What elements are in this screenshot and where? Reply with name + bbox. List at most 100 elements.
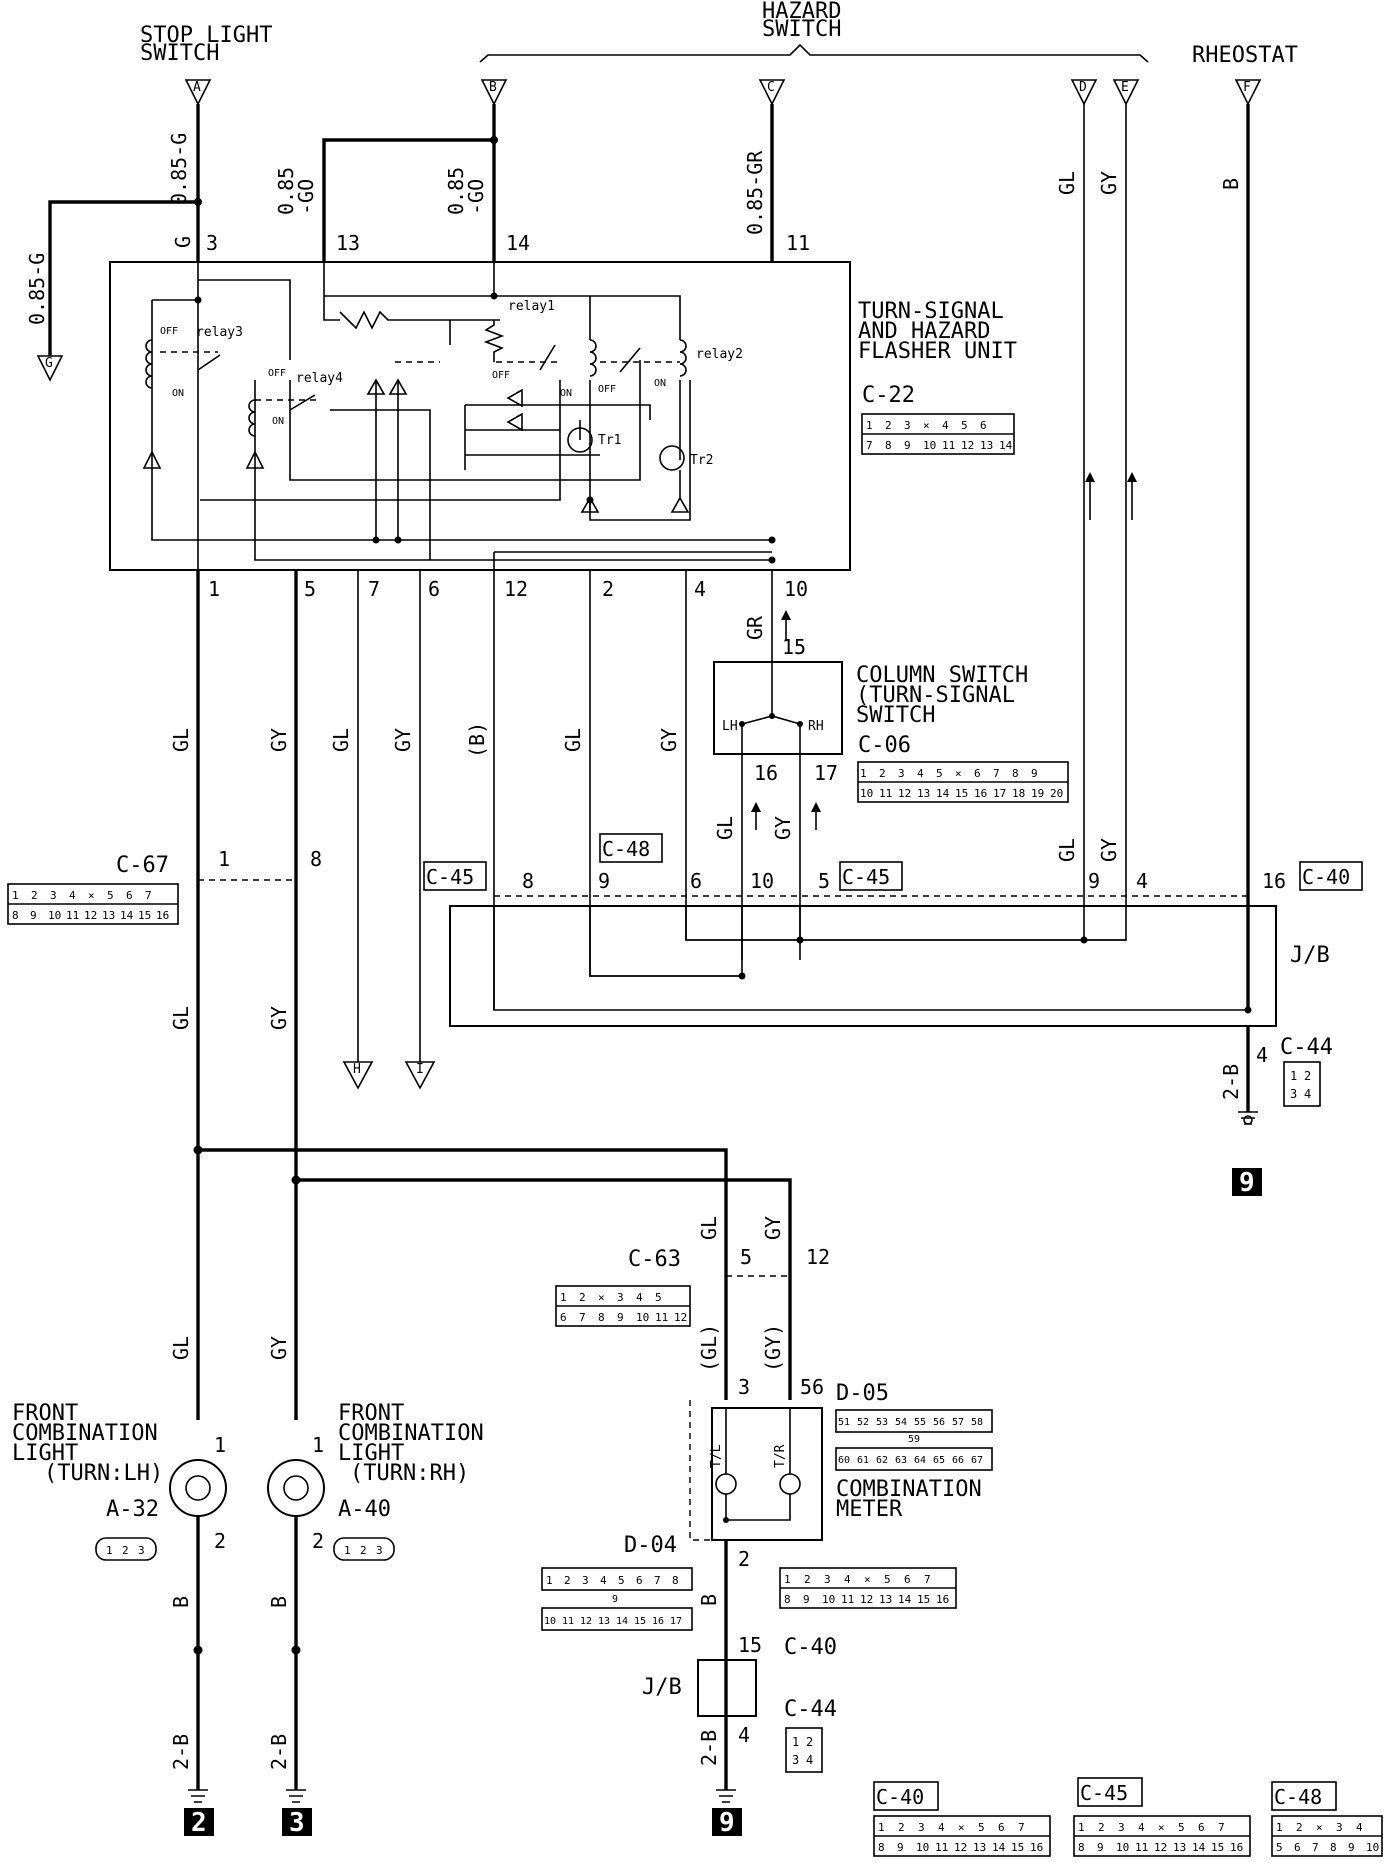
- connector-pin: 8: [1078, 1841, 1085, 1854]
- junction-dot: [291, 1175, 301, 1185]
- svg-text:C-45: C-45: [426, 865, 474, 889]
- meter-dash: [689, 1400, 712, 1541]
- connector-pin: 6: [126, 889, 133, 902]
- connector-pin: 64: [914, 1455, 926, 1466]
- connector-pin: 15: [634, 1616, 646, 1627]
- relay2-off: OFF: [598, 384, 616, 395]
- connector-pin: 14: [1192, 1841, 1206, 1854]
- connector-pin: 5: [978, 1821, 985, 1834]
- a40-label: A-40: [338, 1497, 391, 1522]
- wire-label-085go-a: 0.85-GO: [274, 167, 318, 215]
- connector-pin: 11: [655, 1311, 668, 1324]
- connector-pin: 8: [12, 909, 19, 922]
- connector-pin: ×: [1316, 1821, 1323, 1834]
- pin-17: 17: [814, 761, 838, 785]
- connector-pin: 9: [904, 439, 911, 452]
- connector-pin: 1: [1078, 1821, 1085, 1834]
- jb-pin-5: 5: [818, 869, 830, 893]
- c48-marker: C-48: [599, 833, 663, 863]
- connector-pin: 3: [918, 1821, 925, 1834]
- wire-0.85g-to-g: [48, 200, 198, 356]
- hazard-switch-brace: [479, 43, 1149, 63]
- c63-pin-5: 5: [740, 1245, 752, 1269]
- connector-pin: 13: [102, 909, 115, 922]
- connector-pin: 14: [616, 1616, 628, 1627]
- svg-text:C-45: C-45: [1080, 1781, 1128, 1805]
- connector-pin: 5: [936, 767, 943, 780]
- connector-pin: 9: [30, 909, 37, 922]
- c67-pin-1: 1: [218, 847, 230, 871]
- connector-pin: 13: [598, 1616, 610, 1627]
- wire-label-gy-6: GY: [391, 728, 415, 752]
- jb-pin-8: 8: [522, 869, 534, 893]
- connector-pin: 6: [636, 1574, 643, 1587]
- rh-pin-2: 2: [312, 1529, 324, 1553]
- svg-text:9: 9: [1239, 1168, 1255, 1198]
- flasher-internals: [142, 262, 776, 580]
- connector-pin: ×: [864, 1573, 871, 1586]
- connector-pin: 2: [31, 889, 38, 902]
- connector-pin: 1: [546, 1574, 553, 1587]
- relay4-label: relay4: [296, 371, 343, 386]
- junction-dot: [193, 1145, 203, 1155]
- pin-10: 10: [784, 577, 808, 601]
- junction-dot: [490, 136, 498, 144]
- connector-pin: 12: [954, 1841, 967, 1854]
- connector-pin: 4: [938, 1821, 945, 1834]
- c44-label-right: C-44: [1280, 1035, 1333, 1060]
- connector-pin: 1: [1276, 1821, 1283, 1834]
- connector-pin: 8: [784, 1593, 791, 1606]
- connector-pin: 12: [1154, 1841, 1167, 1854]
- tr1-label: Tr1: [598, 433, 621, 448]
- wire-label-2b-right: 2-B: [1219, 1064, 1243, 1100]
- connector-pin: 52: [857, 1417, 869, 1428]
- wire-label-b-meter: B: [697, 1594, 721, 1606]
- wire-label-gl-1: GL: [169, 728, 193, 752]
- rheostat-label: RHEOSTAT: [1192, 43, 1298, 68]
- flow-arrow-head: [1085, 472, 1095, 482]
- wire-b-to-pin13: [322, 138, 494, 262]
- connector-pin: 1: [878, 1821, 885, 1834]
- connector-pin: 10: [822, 1593, 835, 1606]
- connector-pin: 5: [618, 1574, 625, 1587]
- c22-label: C-22: [862, 383, 915, 408]
- connector-pin: 11: [935, 1841, 948, 1854]
- connector-pin: 13: [1173, 1841, 1186, 1854]
- svg-text:9: 9: [719, 1808, 735, 1838]
- pin-16: 16: [754, 761, 778, 785]
- switch-lh-label: LH: [722, 719, 738, 734]
- connector-pin: 1: [860, 767, 867, 780]
- connector-pin: 2: [804, 1573, 811, 1586]
- flow-arrow-head: [781, 610, 791, 620]
- wire-gy-to-meter: [296, 1178, 792, 1290]
- connector-pin: 55: [914, 1417, 926, 1428]
- terminal-b: B: [480, 79, 508, 106]
- connector-pin: 3: [792, 1753, 799, 1767]
- c45-marker-b: C-45: [839, 861, 903, 891]
- connector-pin: 16: [974, 787, 987, 800]
- connector-pin: 8: [1330, 1841, 1337, 1854]
- connector-pin: 12: [674, 1311, 687, 1324]
- connector-pin: 3: [1336, 1821, 1343, 1834]
- connector-pin: 4: [917, 767, 924, 780]
- connector-pin: 6: [998, 1821, 1005, 1834]
- wire-label-2b-meter: 2-B: [697, 1730, 721, 1766]
- connector-pin: 7: [145, 889, 152, 902]
- wire-label-gy-rh: GY: [267, 1336, 291, 1360]
- connector-pin: 14: [992, 1841, 1006, 1854]
- connector-pin: 3: [582, 1574, 589, 1587]
- flow-arrow-head: [751, 802, 761, 812]
- connector-pin: 7: [866, 439, 873, 452]
- relay1-off: OFF: [492, 370, 510, 381]
- wire-label-gl-16: GL: [713, 816, 737, 840]
- connector-pin: 8: [878, 1841, 885, 1854]
- relay1-on: ON: [560, 388, 572, 399]
- svg-text:C: C: [767, 80, 775, 95]
- connector-pin: 11: [841, 1593, 854, 1606]
- relay3-on: ON: [172, 388, 184, 399]
